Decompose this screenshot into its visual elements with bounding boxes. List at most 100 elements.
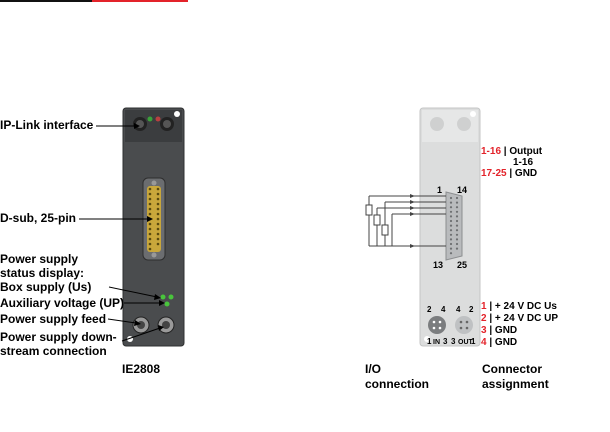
m8-in-pin-1: 1 xyxy=(427,337,432,346)
dsub-schematic-pin-dot xyxy=(449,206,453,209)
assign-desc: | Output xyxy=(503,146,543,157)
label-dsub: D-sub, 25-pin xyxy=(0,211,77,225)
io-caption-2: connection xyxy=(365,377,430,391)
m8-in-pin-4: 4 xyxy=(441,305,446,314)
label-leader-lines xyxy=(79,125,161,342)
assign-power-row-2: 2 | + 24 V DC UP xyxy=(481,313,558,324)
label-status-1: Power supply xyxy=(0,252,79,266)
dsub-schematic-pin-dot xyxy=(455,215,459,218)
dsub-pin-dot xyxy=(148,187,152,191)
assign-caption-1: Connector xyxy=(482,362,542,376)
dsub-schematic-pin-dot xyxy=(449,238,453,241)
dsub-schematic-pin-dot xyxy=(449,210,453,213)
top-rule-black xyxy=(0,0,92,2)
mount-hole-top xyxy=(174,111,180,117)
assign-desc: | GND xyxy=(489,325,518,336)
label-supply-feed: Power supply feed xyxy=(0,312,107,326)
m8-out-pin-3: 3 xyxy=(451,337,456,346)
assign-pin: 1 xyxy=(481,301,487,312)
dsub-schematic-pin-dot xyxy=(455,247,459,250)
dsub-schematic-pin-dot xyxy=(455,224,459,227)
dsub-pin-14: 14 xyxy=(457,185,468,195)
label-arrowheads xyxy=(134,123,165,331)
assign-caption-2: assignment xyxy=(482,377,549,391)
dsub-pin-dot xyxy=(148,197,152,201)
dsub-schematic-pin-dot xyxy=(455,206,459,209)
m8-in-pin-2: 2 xyxy=(427,305,432,314)
dsub-pin-13: 13 xyxy=(433,260,444,270)
assign-dsub-row-2: 1-16 xyxy=(513,157,533,168)
dsub-pin-dot xyxy=(156,222,160,226)
dsub-schematic-pin-dot xyxy=(449,252,453,255)
dsub-schematic-pin-dot xyxy=(455,219,459,223)
dsub-schematic-pin-dot xyxy=(455,196,459,200)
dsub-pin-dot xyxy=(156,217,160,221)
dsub-schematic-pin-dot xyxy=(449,196,453,200)
assign-desc: | + 24 V DC Us xyxy=(489,301,557,312)
m8-out-pin-2: 2 xyxy=(469,305,474,314)
m8-out-pin-1: 1 xyxy=(471,337,476,346)
assign-desc: | + 24 V DC UP xyxy=(489,313,559,324)
io-caption-1: I/O xyxy=(365,362,382,376)
dsub-pin-dot xyxy=(148,242,152,246)
dsub-schematic-pin-dot xyxy=(455,238,459,241)
dsub-schematic-pin-dot xyxy=(455,229,459,232)
assign-pin: 4 xyxy=(481,337,487,348)
dsub-pin-dot xyxy=(156,232,160,236)
dsub-schematic-pin-dot xyxy=(455,210,459,213)
assign-pin: 3 xyxy=(481,325,487,336)
assign-pin: 1-16 xyxy=(481,146,502,157)
dsub-schematic-pin-dot xyxy=(449,224,453,227)
m8-out-label: OUT xyxy=(458,339,473,346)
assign-power-row-4: 4 | GND xyxy=(481,337,517,348)
dsub-pin-dot xyxy=(148,247,152,251)
dsub-pin-dot xyxy=(148,227,152,231)
dsub-schematic-pins xyxy=(449,196,459,255)
dsub-pin-1: 1 xyxy=(437,185,443,195)
dsub-schematic-pin-dot xyxy=(449,219,453,223)
dsub-pin-dot xyxy=(156,242,160,246)
dsub-pin-dot xyxy=(148,237,152,241)
dsub-connector-schematic xyxy=(445,191,463,261)
dsub-schematic-pin-dot xyxy=(449,247,453,250)
dsub-pin-dot xyxy=(148,212,152,216)
label-status-2: status display: xyxy=(0,266,85,280)
dsub-pin-dot xyxy=(156,187,160,191)
dsub-schematic-pin-dot xyxy=(455,201,459,204)
assign-power-row-1: 1 | + 24 V DC Us xyxy=(481,301,557,312)
dsub-pin-dot xyxy=(148,232,152,236)
dsub-schematic-pin-dot xyxy=(449,215,453,218)
mount-hole-bottom-light xyxy=(424,336,430,342)
dsub-schematic-pin-dot xyxy=(449,242,453,246)
io-wiring-arrows xyxy=(410,194,415,248)
dsub-schematic-pin-dot xyxy=(449,229,453,232)
dsub-pin-dot xyxy=(148,207,152,211)
label-downstream-1: Power supply down- xyxy=(0,330,117,344)
dsub-pin-dot xyxy=(148,192,152,196)
label-downstream-2: stream connection xyxy=(0,344,107,358)
dsub-pin-dot xyxy=(148,222,152,226)
label-ip-link: IP-Link interface xyxy=(0,118,94,132)
m8-in-label: IN xyxy=(433,339,440,346)
dsub-schematic-pin-dot xyxy=(449,233,453,236)
module-name: IE2808 xyxy=(122,362,161,376)
m8-out-pin-4: 4 xyxy=(456,305,461,314)
top-rule-red xyxy=(92,0,188,2)
dsub-pin-dot xyxy=(156,212,160,216)
mount-hole-top-light xyxy=(470,111,476,117)
dsub-pin-dot xyxy=(156,192,160,196)
m8-in-pin-3: 3 xyxy=(443,337,448,346)
dsub-pin-dot xyxy=(156,207,160,211)
dsub-pin-dot xyxy=(156,227,160,231)
dsub-schematic-pin-dot xyxy=(455,233,459,236)
dsub-pin-dot xyxy=(156,197,160,201)
assign-pin: 17-25 xyxy=(481,168,507,179)
dsub-pin-dot xyxy=(156,202,160,206)
assign-dsub-row-1: 1-16 | Output xyxy=(481,146,542,157)
dsub-pin-dots xyxy=(148,187,160,251)
dsub-pin-dot xyxy=(156,237,160,241)
dsub-pin-25: 25 xyxy=(457,260,468,270)
assign-dsub-row-3: 17-25 | GND xyxy=(481,168,537,179)
m8-power-connectors-light xyxy=(428,316,473,334)
